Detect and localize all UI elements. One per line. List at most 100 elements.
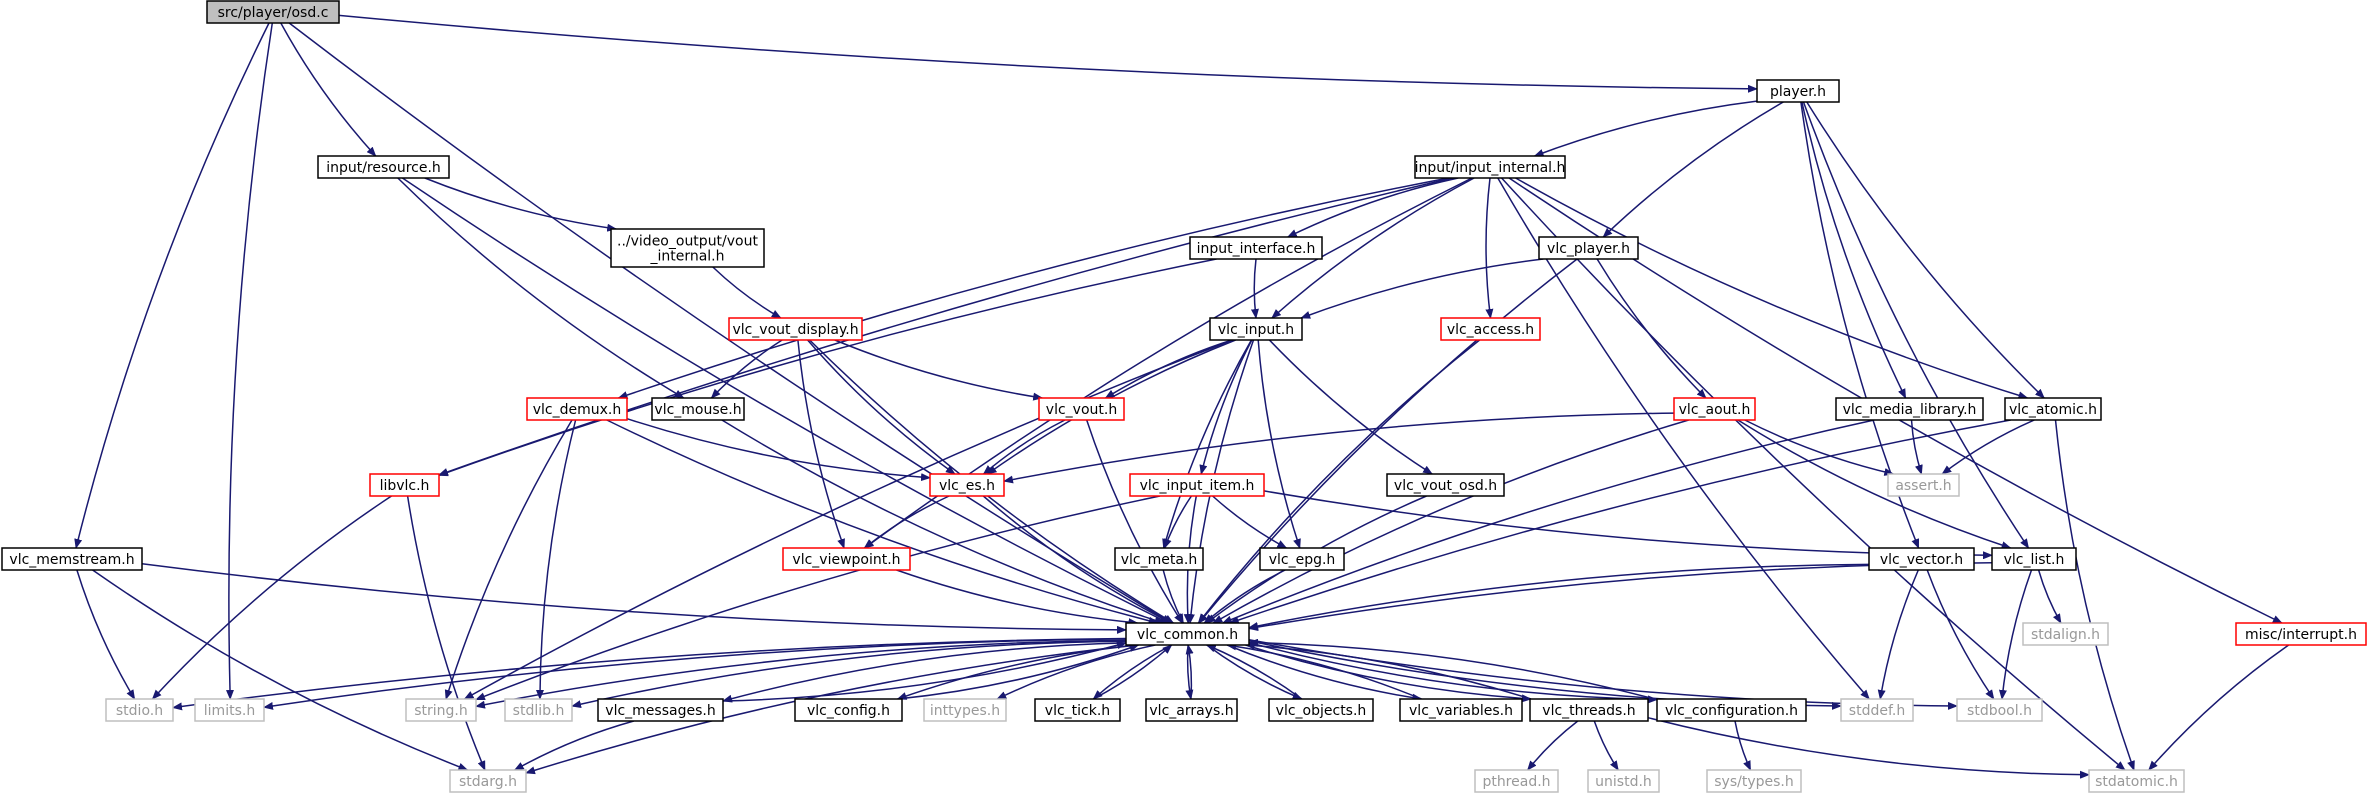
node-input-resource[interactable]: input/resource.h	[317, 155, 450, 179]
node-label: sys/types.h	[1714, 774, 1793, 790]
edge-vlc_demux-to-stdlib_h	[535, 419, 577, 700]
node-vlc-tick[interactable]: vlc_tick.h	[1034, 698, 1121, 722]
edge-vlc_es-to-vlc_common	[982, 495, 1173, 624]
node-vlc-variables[interactable]: vlc_variables.h	[1399, 698, 1523, 722]
node-vlc-mouse[interactable]: vlc_mouse.h	[651, 397, 745, 421]
node-label: ../video_output/vout	[617, 234, 758, 250]
node-vlc-es[interactable]: vlc_es.h	[929, 473, 1005, 497]
edge-vlc_input-to-vlc_input_item	[1199, 339, 1253, 475]
node-vlc-input[interactable]: vlc_input.h	[1209, 317, 1303, 341]
node-inttypes-h[interactable]: inttypes.h	[923, 698, 1007, 722]
node-vlc-meta[interactable]: vlc_meta.h	[1114, 547, 1204, 571]
node-label: assert.h	[1895, 478, 1951, 494]
node-box	[1, 547, 143, 571]
node-vlc-access[interactable]: vlc_access.h	[1440, 317, 1541, 341]
node-stdbool-h[interactable]: stdbool.h	[1956, 698, 2043, 722]
node-stdarg-h[interactable]: stdarg.h	[449, 769, 527, 793]
node-box	[1656, 698, 1807, 722]
node-label: vlc_vector.h	[1880, 552, 1963, 568]
edge-vlc_input-to-vlc_epg	[1257, 339, 1301, 549]
node-vlc-list[interactable]: vlc_list.h	[1991, 547, 2077, 571]
node-box	[1038, 397, 1125, 421]
node-assert-h[interactable]: assert.h	[1887, 473, 1960, 497]
node-stddef-h[interactable]: stddef.h	[1840, 698, 1914, 722]
edge-osd-to-vlc_memstream	[74, 22, 270, 549]
node-vlc-config[interactable]: vlc_config.h	[794, 698, 903, 722]
node-vlc-threads[interactable]: vlc_threads.h	[1529, 698, 1649, 722]
node-box	[2022, 622, 2109, 646]
node-input-interface[interactable]: input_interface.h	[1189, 236, 1323, 260]
node-label: vlc_tick.h	[1045, 703, 1110, 719]
node-limits-h[interactable]: limits.h	[194, 698, 265, 722]
edge-vlc_input-to-vlc_vout_osd	[1268, 339, 1433, 475]
node-input-internal[interactable]: input/input_internal.h	[1414, 155, 1566, 179]
edge-vlc_media_library-to-assert_h	[1910, 419, 1923, 475]
node-label: _internal.h	[649, 249, 724, 265]
node-stdlib-h[interactable]: stdlib.h	[504, 698, 573, 722]
node-box	[1840, 698, 1914, 722]
node-label: vlc_aout.h	[1679, 402, 1751, 418]
node-box	[1125, 622, 1250, 646]
node-vlc-messages[interactable]: vlc_messages.h	[597, 698, 724, 722]
node-libvlc[interactable]: libvlc.h	[369, 473, 440, 497]
edge-player_h-to-vlc_list	[1802, 101, 2030, 549]
node-player-h[interactable]: player.h	[1756, 79, 1840, 103]
edge-osd-to-vlc_common	[288, 22, 1173, 624]
edge-vlc_access-to-vlc_common	[1197, 339, 1481, 624]
node-stdalign-h[interactable]: stdalign.h	[2022, 622, 2109, 646]
node-unistd-h[interactable]: unistd.h	[1587, 769, 1660, 793]
node-label: vlc_configuration.h	[1665, 703, 1798, 719]
node-box	[1189, 236, 1323, 260]
edge-osd-to-limits_h	[225, 22, 274, 700]
edge-player_h-to-vlc_player	[1602, 101, 1784, 238]
node-vlc-epg[interactable]: vlc_epg.h	[1259, 547, 1345, 571]
node-vlc-atomic[interactable]: vlc_atomic.h	[2004, 397, 2102, 421]
node-box	[1414, 155, 1566, 179]
node-vlc-viewpoint[interactable]: vlc_viewpoint.h	[782, 547, 911, 571]
edge-vlc_memstream-to-stdio_h	[76, 569, 136, 700]
node-vlc-vector[interactable]: vlc_vector.h	[1868, 547, 1975, 571]
node-vlc-vout-osd[interactable]: vlc_vout_osd.h	[1386, 473, 1505, 497]
node-label: stddef.h	[1849, 703, 1905, 719]
node-label: vlc_epg.h	[1269, 552, 1336, 568]
node-vlc-player[interactable]: vlc_player.h	[1538, 236, 1639, 260]
node-osd[interactable]: src/player/osd.c	[206, 0, 340, 24]
node-pthread-h[interactable]: pthread.h	[1474, 769, 1559, 793]
edge-vlc_vout-to-vlc_es	[982, 419, 1066, 475]
node-sys-types-h[interactable]: sys/types.h	[1706, 769, 1802, 793]
edge-vlc_input_item-to-vlc_list	[1263, 490, 1993, 560]
edge-vlc_input-to-vlc_meta	[1162, 339, 1253, 549]
edge-vlc_objects-to-vlc_common	[1205, 644, 1303, 700]
edge-vlc_common-to-stdlib_h	[571, 640, 1127, 709]
node-vout-internal[interactable]: ../video_output/vout_internal.h	[610, 228, 765, 268]
node-label: pthread.h	[1482, 774, 1550, 790]
node-box	[105, 698, 174, 722]
edge-vlc_common-to-vlc_tick	[1092, 644, 1172, 700]
node-stdatomic-h[interactable]: stdatomic.h	[2088, 769, 2185, 793]
node-box	[1956, 698, 2043, 722]
node-box	[1268, 698, 1374, 722]
node-vlc-configuration[interactable]: vlc_configuration.h	[1656, 698, 1807, 722]
node-misc-interrupt[interactable]: misc/interrupt.h	[2235, 622, 2367, 646]
node-box	[651, 397, 745, 421]
edge-input_internal-to-vlc_demux	[617, 177, 1449, 399]
node-label: vlc_common.h	[1137, 627, 1238, 643]
node-vlc-memstream[interactable]: vlc_memstream.h	[1, 547, 143, 571]
node-box	[1129, 473, 1265, 497]
node-vlc-vout-display[interactable]: vlc_vout_display.h	[728, 317, 863, 341]
node-string-h[interactable]: string.h	[405, 698, 477, 722]
node-stdio-h[interactable]: stdio.h	[105, 698, 174, 722]
edge-vlc_aout-to-vlc_es	[1003, 412, 1675, 484]
node-vlc-vout[interactable]: vlc_vout.h	[1038, 397, 1125, 421]
node-label: inttypes.h	[930, 703, 1000, 719]
node-vlc-objects[interactable]: vlc_objects.h	[1268, 698, 1374, 722]
edge-vlc_arrays-to-vlc_common	[1185, 644, 1194, 700]
node-vlc-media-library[interactable]: vlc_media_library.h	[1835, 397, 1984, 421]
node-vlc-aout[interactable]: vlc_aout.h	[1673, 397, 1756, 421]
node-vlc-input-item[interactable]: vlc_input_item.h	[1129, 473, 1265, 497]
node-vlc-demux[interactable]: vlc_demux.h	[526, 397, 628, 421]
node-vlc-arrays[interactable]: vlc_arrays.h	[1145, 698, 1238, 722]
edge-vlc_configuration-to-sys_types_h	[1734, 720, 1752, 771]
node-label: vlc_list.h	[2004, 552, 2065, 568]
node-vlc-common[interactable]: vlc_common.h	[1125, 622, 1250, 646]
